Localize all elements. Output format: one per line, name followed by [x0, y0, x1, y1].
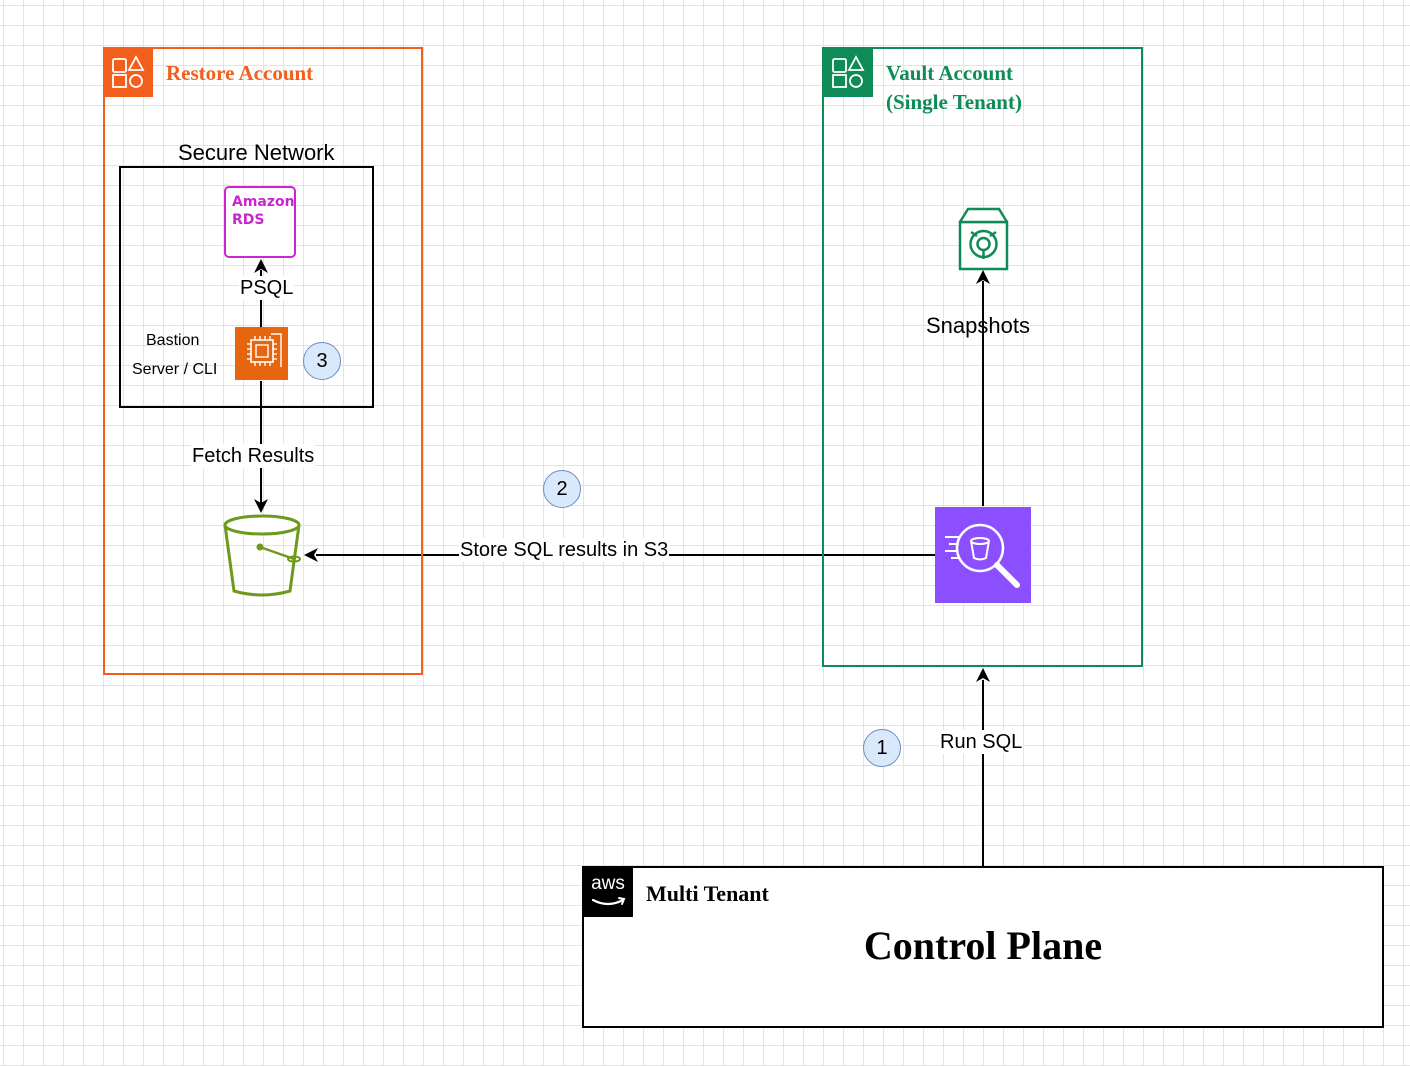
amazon-rds-icon: Amazon RDS — [224, 186, 296, 258]
psql-arrowhead — [254, 259, 268, 273]
step-badge-3: 3 — [303, 342, 341, 380]
control-plane-title: Control Plane — [863, 923, 1103, 968]
vault-account-title-line2: (Single Tenant) — [886, 90, 1022, 114]
step-badge-1: 1 — [863, 729, 901, 767]
control-plane-header: Multi Tenant — [646, 881, 769, 906]
restore-account-title: Restore Account — [166, 61, 314, 85]
secure-network-box — [119, 166, 374, 408]
account-icon — [823, 47, 873, 97]
fetch-results-arrowhead — [254, 499, 268, 513]
aws-logo-text: aws — [591, 873, 625, 894]
rds-label-line2: RDS — [232, 212, 265, 228]
vault-account-group — [822, 47, 1143, 667]
snapshots-label: Snapshots — [926, 313, 1030, 338]
vault-search-service-icon — [935, 507, 1031, 603]
run-sql-arrowhead — [976, 668, 990, 682]
s3-bucket-icon — [223, 514, 301, 597]
vault-account-title-line1: Vault Account — [886, 61, 1013, 85]
snapshots-arrowhead — [976, 270, 990, 284]
control-plane-box — [582, 866, 1384, 1028]
bastion-label-line2: Server / CLI — [132, 361, 218, 378]
aws-logo-icon: aws — [583, 867, 633, 917]
psql-label: PSQL — [239, 276, 295, 300]
bastion-label-line1: Bastion — [146, 332, 200, 349]
ec2-instance-icon — [235, 327, 288, 380]
vault-account-title: Vault Account (Single Tenant) — [886, 59, 1022, 117]
store-results-arrowhead — [304, 548, 318, 562]
run-sql-label: Run SQL — [939, 730, 1024, 754]
store-results-label: Store SQL results in S3 — [459, 538, 670, 562]
account-icon — [103, 47, 153, 97]
step-badge-2: 2 — [543, 470, 581, 508]
secure-network-title: Secure Network — [178, 140, 335, 165]
rds-label-line1: Amazon — [232, 194, 295, 210]
fetch-results-label: Fetch Results — [191, 444, 316, 468]
restore-account-group — [103, 47, 423, 675]
snapshots-vault-icon — [958, 207, 1009, 271]
